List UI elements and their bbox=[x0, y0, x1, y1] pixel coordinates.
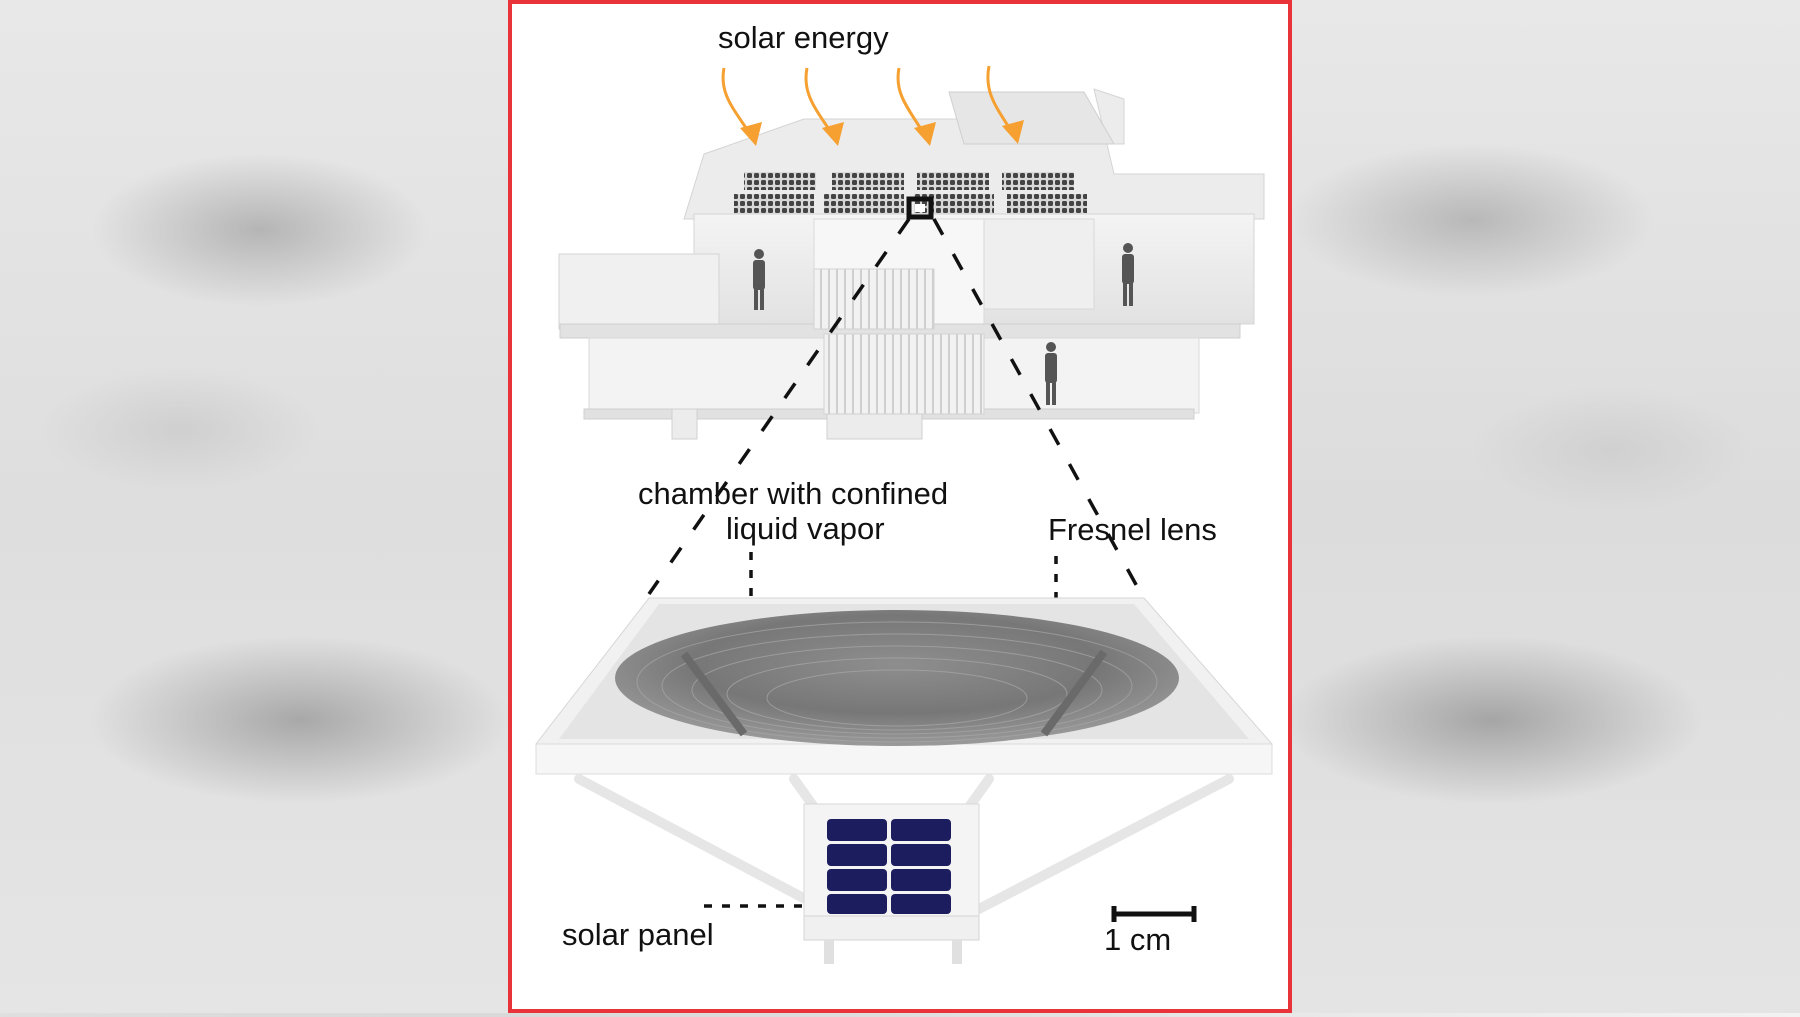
zoom-dashed-lines bbox=[647, 218, 1146, 600]
diagram-illustration bbox=[534, 65, 1274, 964]
label-solar-panel: solar panel bbox=[562, 917, 714, 952]
arrow-heads bbox=[740, 120, 1024, 146]
fresnel-lens-device bbox=[534, 597, 1274, 964]
label-scale: 1 cm bbox=[1104, 922, 1172, 957]
blurred-background-right bbox=[1292, 0, 1800, 1013]
label-fresnel-lens: Fresnel lens bbox=[1048, 512, 1217, 547]
device-location-marker bbox=[906, 196, 934, 220]
person-silhouette bbox=[753, 243, 1134, 405]
figure-panel bbox=[508, 0, 1292, 1013]
label-chamber-line1: chamber with confined bbox=[638, 476, 949, 511]
scale-bar bbox=[1111, 906, 1197, 922]
label-chamber-line2: liquid vapor bbox=[726, 511, 885, 546]
label-solar-energy: solar energy bbox=[718, 20, 889, 55]
solar-panel-cells bbox=[827, 819, 951, 914]
building-model bbox=[558, 88, 1265, 440]
blurred-background-left bbox=[0, 0, 508, 1013]
roof-solar-panels bbox=[734, 172, 1087, 214]
